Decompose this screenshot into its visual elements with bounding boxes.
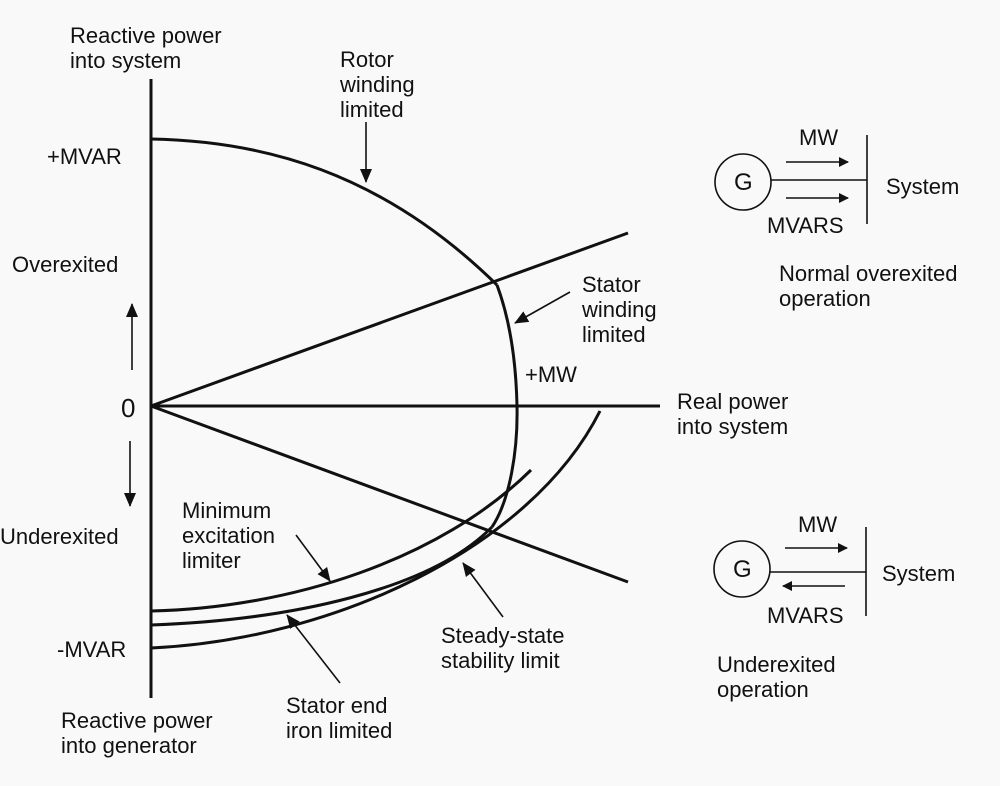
generator-icon-over <box>714 153 772 211</box>
plus-mw-label: +MW <box>525 362 577 387</box>
minus-mvar-label: -MVAR <box>57 637 127 662</box>
over-caption: Normal overexited operation <box>779 261 958 311</box>
under-caption: Underexited operation <box>717 652 836 702</box>
mvars-label-under: MVARS <box>767 603 844 628</box>
mw-label-under: MW <box>798 512 838 537</box>
underexcited-label: Underexited <box>0 524 119 549</box>
y-axis-top-label: Reactive power into system <box>70 23 222 73</box>
gen-label-over: G <box>734 169 753 196</box>
gen-label-under: G <box>733 556 752 583</box>
stator-winding-label: Stator winding limited <box>582 272 657 347</box>
min-exc-callout-arrow-icon <box>295 534 331 582</box>
min-excitation-curve <box>150 468 533 613</box>
y-axis-bottom-label: Reactive power into generator <box>61 708 213 758</box>
min-excitation-label: Minimum excitation limiter <box>182 498 275 573</box>
stator-callout-arrow-icon <box>514 291 571 324</box>
end-iron-callout-arrow-icon <box>286 614 341 684</box>
stator-end-iron-label: Stator end iron limited <box>286 693 393 743</box>
lagging-pf-line <box>150 231 629 408</box>
system-label-over: System <box>886 174 960 199</box>
system-label-under: System <box>882 561 956 586</box>
overexcited-label: Overexited <box>12 252 119 277</box>
mvars-label-over: MVARS <box>767 213 844 238</box>
rotor-winding-label: Rotor winding limited <box>340 47 415 122</box>
x-axis-label: Real power into system <box>677 389 789 439</box>
leading-pf-line <box>150 404 629 584</box>
plus-mvar-label: +MVAR <box>47 144 122 169</box>
generator-icon-under <box>713 540 771 598</box>
steady-state-callout-arrow-icon <box>462 562 504 618</box>
rotor-winding-curve <box>150 137 499 287</box>
origin-label: 0 <box>121 393 136 423</box>
steady-state-label: Steady-state stability limit <box>441 623 565 673</box>
steady-state-curve <box>150 410 602 650</box>
mw-label-over: MW <box>799 125 839 150</box>
stator-winding-curve <box>490 284 519 528</box>
stator-end-iron-curve <box>150 525 494 627</box>
